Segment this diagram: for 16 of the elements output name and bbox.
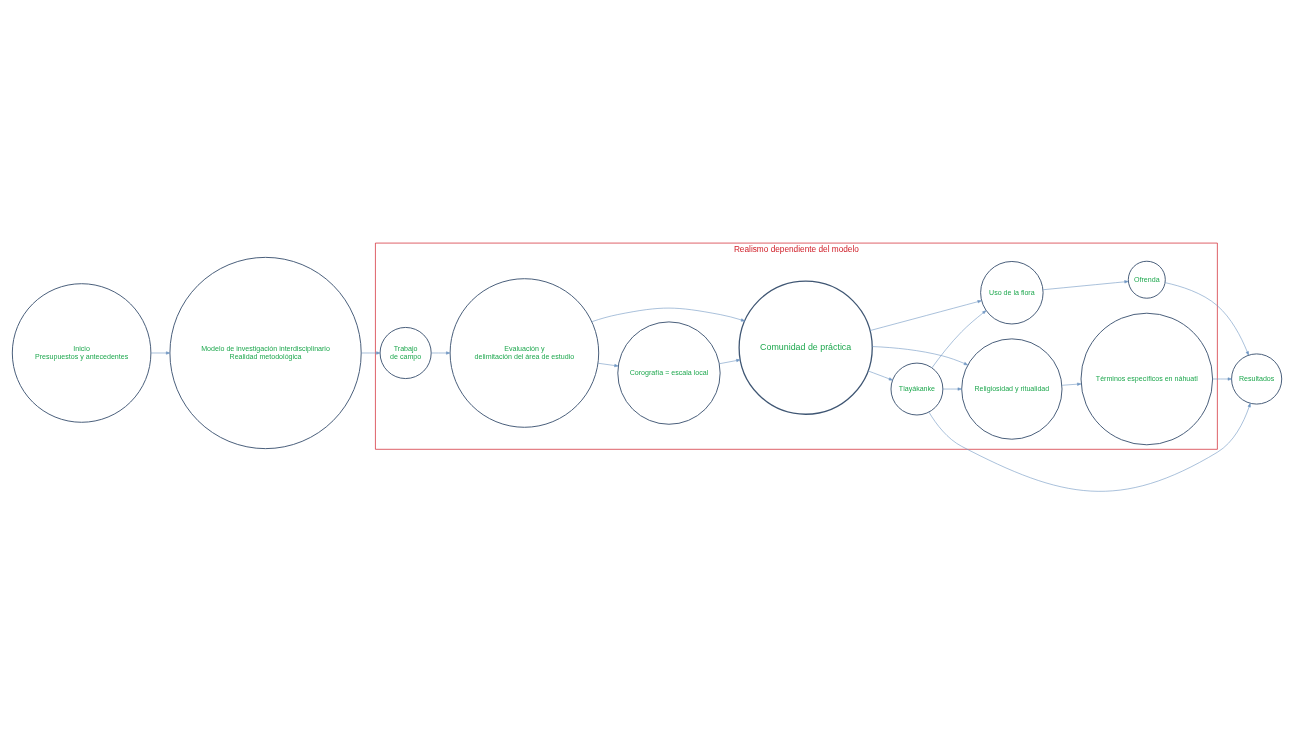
arrow: [942, 387, 962, 391]
arrow: [597, 362, 619, 368]
arrow: [430, 351, 451, 355]
arrow: [1164, 282, 1249, 356]
arrow: [869, 300, 982, 331]
arrow: [1061, 382, 1082, 386]
arrow: [719, 359, 741, 365]
arrow: [872, 346, 968, 366]
arrow: [1212, 377, 1232, 381]
arrow: [1042, 280, 1129, 291]
arrow: [931, 310, 987, 369]
arrow: [867, 370, 893, 381]
arrow: [928, 403, 1251, 492]
arrow: [591, 307, 746, 322]
arrow: [150, 351, 171, 355]
arrow: [361, 351, 381, 355]
